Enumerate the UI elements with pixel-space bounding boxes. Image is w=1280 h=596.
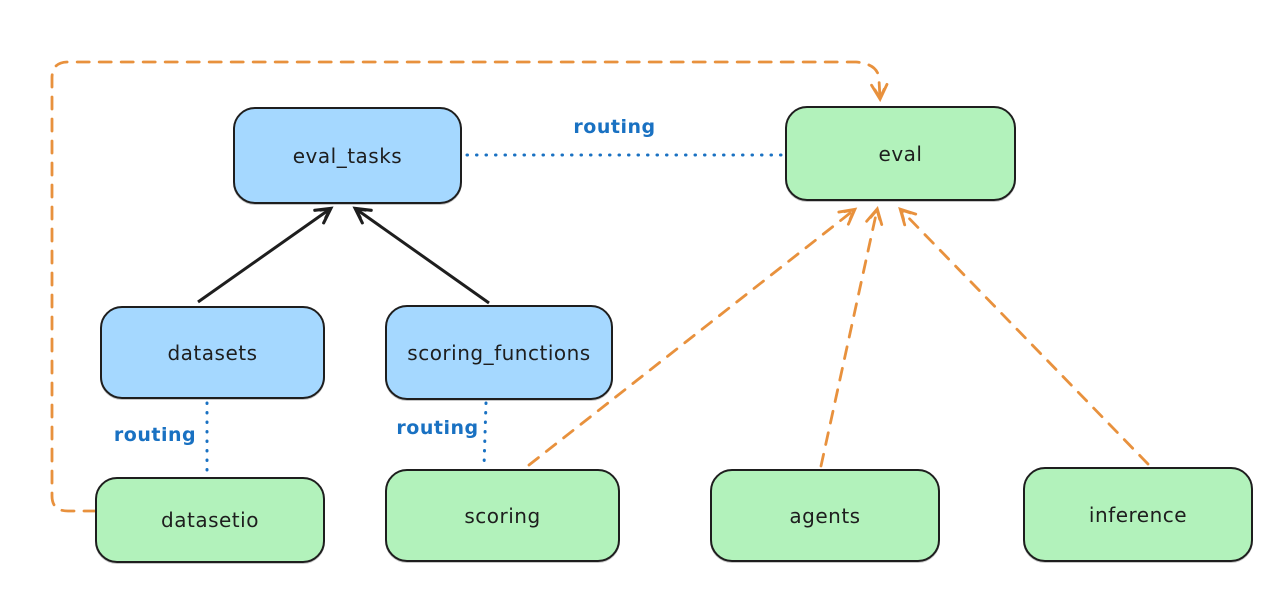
node-scoring-functions: scoring_functions [385,305,613,400]
node-label-agents: agents [789,503,861,528]
edge-scoring-functions-to-scoring-routing [482,401,488,468]
edge-datasets-to-eval-tasks [197,206,334,304]
node-label-eval: eval [878,141,923,166]
node-label-datasetio: datasetio [161,508,259,532]
node-label-scoring: scoring [464,503,541,528]
edge-scoring-functions-to-eval-tasks [352,206,490,305]
node-datasets: datasets [100,306,325,399]
edge-label-routing-eval-tasks-eval: routing [573,116,656,138]
edge-datasetio-to-eval-around [50,60,889,513]
node-eval-tasks: eval_tasks [233,107,462,204]
edge-label-routing-datasets-datasetio: routing [113,424,197,446]
node-label-eval-tasks: eval_tasks [292,143,403,168]
node-eval: eval [785,106,1016,201]
node-label-scoring-functions: scoring_functions [407,340,591,365]
edge-agents-to-eval [819,205,884,468]
node-datasetio: datasetio [95,477,325,563]
node-label-datasets: datasets [167,340,258,365]
node-inference: inference [1023,467,1253,562]
edge-inference-to-eval [898,207,1150,466]
node-label-inference: inference [1088,502,1188,527]
edge-label-routing-scoring-functions-scoring: routing [396,417,479,439]
node-scoring: scoring [385,469,620,562]
node-agents: agents [710,469,940,562]
edge-scoring-to-eval [527,207,858,467]
